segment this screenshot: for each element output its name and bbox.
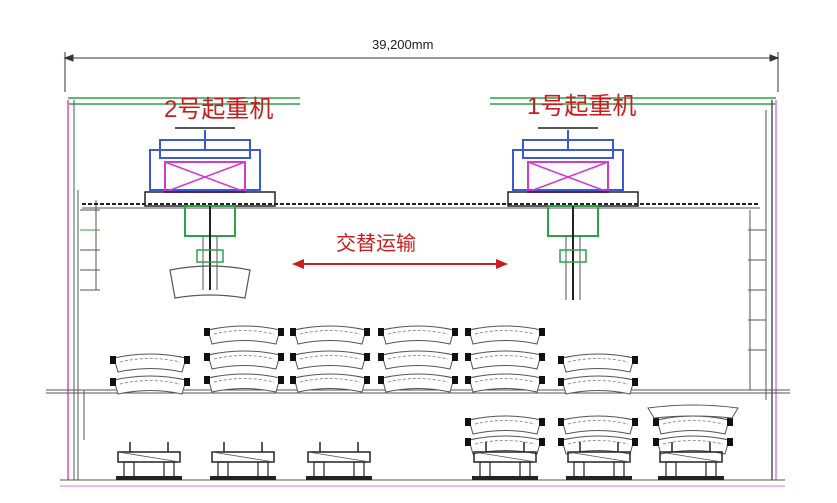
tunnel-segment (204, 325, 284, 345)
segment-trolley (306, 442, 372, 480)
dimension-line (63, 52, 780, 92)
segment-trolley (658, 442, 724, 480)
tunnel-segment (647, 404, 739, 419)
segment-trolley (566, 442, 632, 480)
segment-trolley (472, 442, 538, 480)
double-headed-arrow-icon (292, 259, 508, 269)
tunnel-segment (465, 373, 545, 393)
tunnel-segment (558, 353, 638, 373)
right-column (748, 100, 777, 480)
tunnel-segment (558, 415, 638, 435)
tunnel-segment (204, 350, 284, 370)
tunnel-segment (290, 373, 370, 393)
tunnel-segment (378, 350, 458, 370)
tunnel-segment (653, 435, 733, 455)
segment-trolley (116, 442, 182, 480)
tunnel-segment (290, 350, 370, 370)
crane-2 (144, 127, 276, 299)
tunnel-segment (558, 375, 638, 395)
tunnel-segment (204, 373, 284, 393)
roof-line (68, 97, 776, 105)
tunnel-segment (110, 353, 190, 373)
left-column (67, 100, 100, 480)
tunnel-segment (290, 325, 370, 345)
tunnel-segment (465, 325, 545, 345)
tunnel-segment (378, 373, 458, 393)
tunnel-segment (465, 415, 545, 435)
segment-trolley (210, 442, 276, 480)
tunnel-segment (465, 350, 545, 370)
runway-beam (82, 203, 760, 209)
span-dimension-label: 39,200mm (372, 37, 434, 52)
crane-1-label: 1号起重机 (527, 93, 637, 120)
tunnel-segment (653, 415, 733, 435)
alternating-transport-label: 交替运输 (336, 233, 416, 255)
tunnel-segment (378, 325, 458, 345)
segment-trolleys (116, 442, 724, 480)
crane-1 (507, 127, 639, 300)
crane-2-label: 2号起重机 (164, 96, 274, 123)
tunnel-segment (110, 375, 190, 395)
